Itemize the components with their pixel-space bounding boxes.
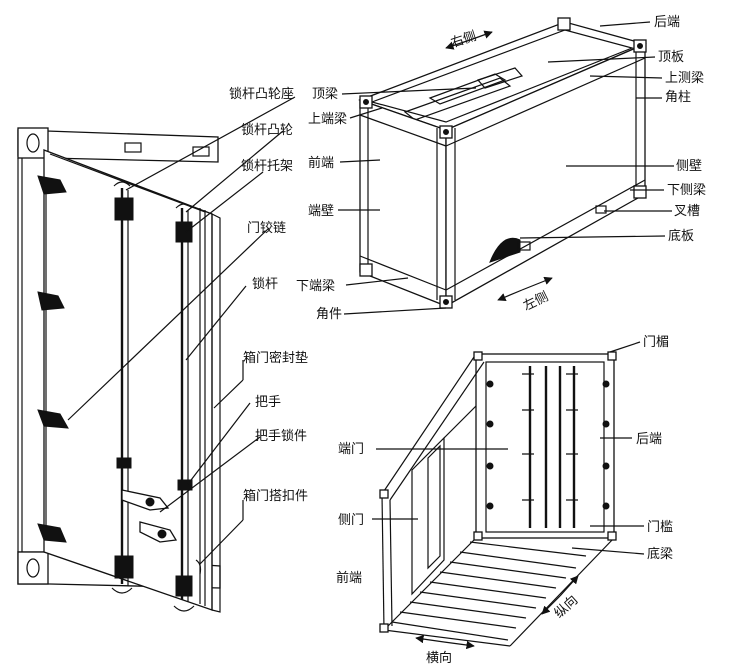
label-forklift-pocket: 叉槽 — [674, 204, 700, 219]
label-side-door: 侧门 — [338, 513, 364, 528]
label-top-beam: 顶梁 — [312, 87, 338, 102]
label-door-hasp: 箱门搭扣件 — [243, 488, 308, 504]
label-floor-beam: 底梁 — [647, 546, 673, 562]
label-interior-rear-end: 后端 — [636, 432, 662, 447]
label-door-sill: 门槛 — [647, 520, 673, 535]
label-top-panel: 顶板 — [658, 50, 684, 65]
label-door-hinge: 门铰链 — [247, 221, 286, 236]
label-door-header: 门楣 — [643, 335, 669, 350]
label-side-wall: 侧壁 — [676, 159, 702, 174]
label-bottom-side-rail: 下侧梁 — [667, 183, 706, 198]
label-corner-post: 角柱 — [665, 90, 691, 105]
label-floor: 底板 — [668, 228, 694, 244]
label-rear-end: 后端 — [654, 15, 680, 30]
label-bottom-end-rail: 下端梁 — [296, 279, 335, 294]
label-end-door: 端门 — [338, 442, 364, 457]
label-left-side: 左侧 — [521, 289, 551, 314]
label-lock-cam-seat: 锁杆凸轮座 — [229, 86, 294, 102]
label-longitudinal: 纵向 — [551, 592, 581, 621]
label-top-end-rail: 上端梁 — [308, 112, 347, 127]
label-top-side-rail: 上测梁 — [665, 71, 704, 86]
label-transverse: 横向 — [426, 650, 452, 666]
label-handle: 把手 — [255, 395, 281, 410]
exterior-container-illustration — [358, 17, 647, 309]
label-lock-rod: 锁杆 — [252, 276, 278, 292]
exterior-direction-arrows — [445, 30, 553, 301]
interior-leader-lines — [372, 341, 645, 555]
label-right-side: 右侧 — [449, 29, 478, 51]
label-lock-cam: 锁杆凸轮 — [241, 122, 293, 138]
label-lock-bracket: 锁杆托架 — [241, 158, 293, 174]
door-leader-lines — [67, 96, 296, 565]
interior-container-illustration — [379, 351, 617, 647]
label-corner-fitting: 角件 — [316, 307, 342, 322]
label-front-end: 前端 — [308, 155, 334, 171]
label-end-wall: 端壁 — [308, 204, 334, 219]
door-illustration — [17, 127, 221, 613]
exterior-leader-lines — [338, 21, 674, 315]
label-door-seal: 箱门密封垫 — [243, 350, 308, 366]
label-interior-front-end: 前端 — [336, 570, 362, 586]
interior-direction-arrows — [415, 575, 579, 650]
label-handle-lock: 把手锁件 — [255, 428, 307, 444]
